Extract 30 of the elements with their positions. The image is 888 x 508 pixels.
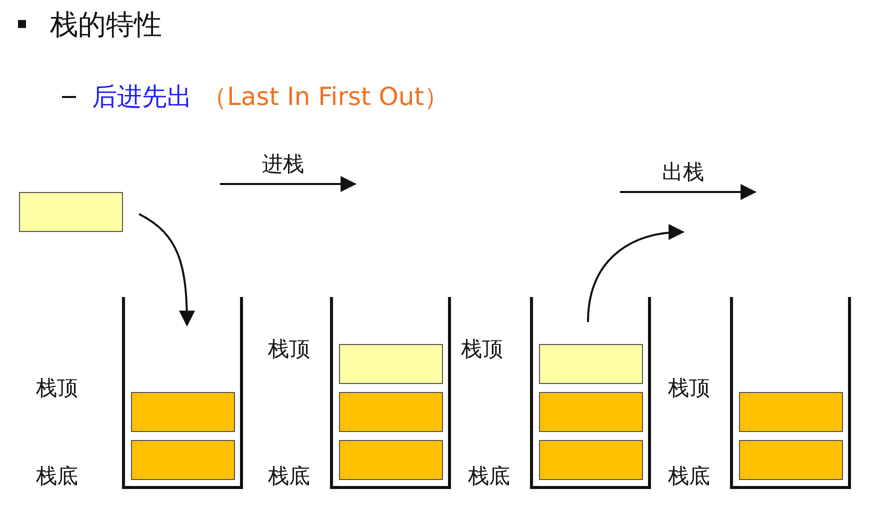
subtitle-english: （Last In First Out） <box>202 81 450 113</box>
stack-label: 栈底 <box>36 463 78 490</box>
stack-label: 栈顶 <box>668 375 710 402</box>
stack-container <box>330 297 451 489</box>
stack-element <box>339 344 443 384</box>
stack-label: 栈顶 <box>461 336 503 363</box>
curved-arrow <box>587 224 685 322</box>
title: 栈的特性 <box>50 7 162 43</box>
direction-label: 进栈 <box>262 151 304 178</box>
stack-label: 栈底 <box>668 463 710 490</box>
stack-container <box>122 297 243 489</box>
stack-element <box>131 392 235 432</box>
stack-label: 栈顶 <box>268 336 310 363</box>
stack-element <box>131 440 235 480</box>
curved-arrow <box>138 213 195 327</box>
stack-container <box>730 297 851 489</box>
stack-element <box>539 392 643 432</box>
stack-label: 栈底 <box>468 463 510 490</box>
stack-element <box>19 192 123 232</box>
subtitle-chinese: 后进先出 <box>92 81 192 113</box>
stack-element <box>539 344 643 384</box>
stack-label: 栈顶 <box>36 375 78 402</box>
stack-element <box>339 440 443 480</box>
direction-label: 出栈 <box>662 159 704 186</box>
stack-container <box>530 297 651 489</box>
stack-element <box>539 440 643 480</box>
stack-label: 栈底 <box>268 463 310 490</box>
stack-element <box>739 392 843 432</box>
stack-element <box>739 440 843 480</box>
stack-element <box>339 392 443 432</box>
